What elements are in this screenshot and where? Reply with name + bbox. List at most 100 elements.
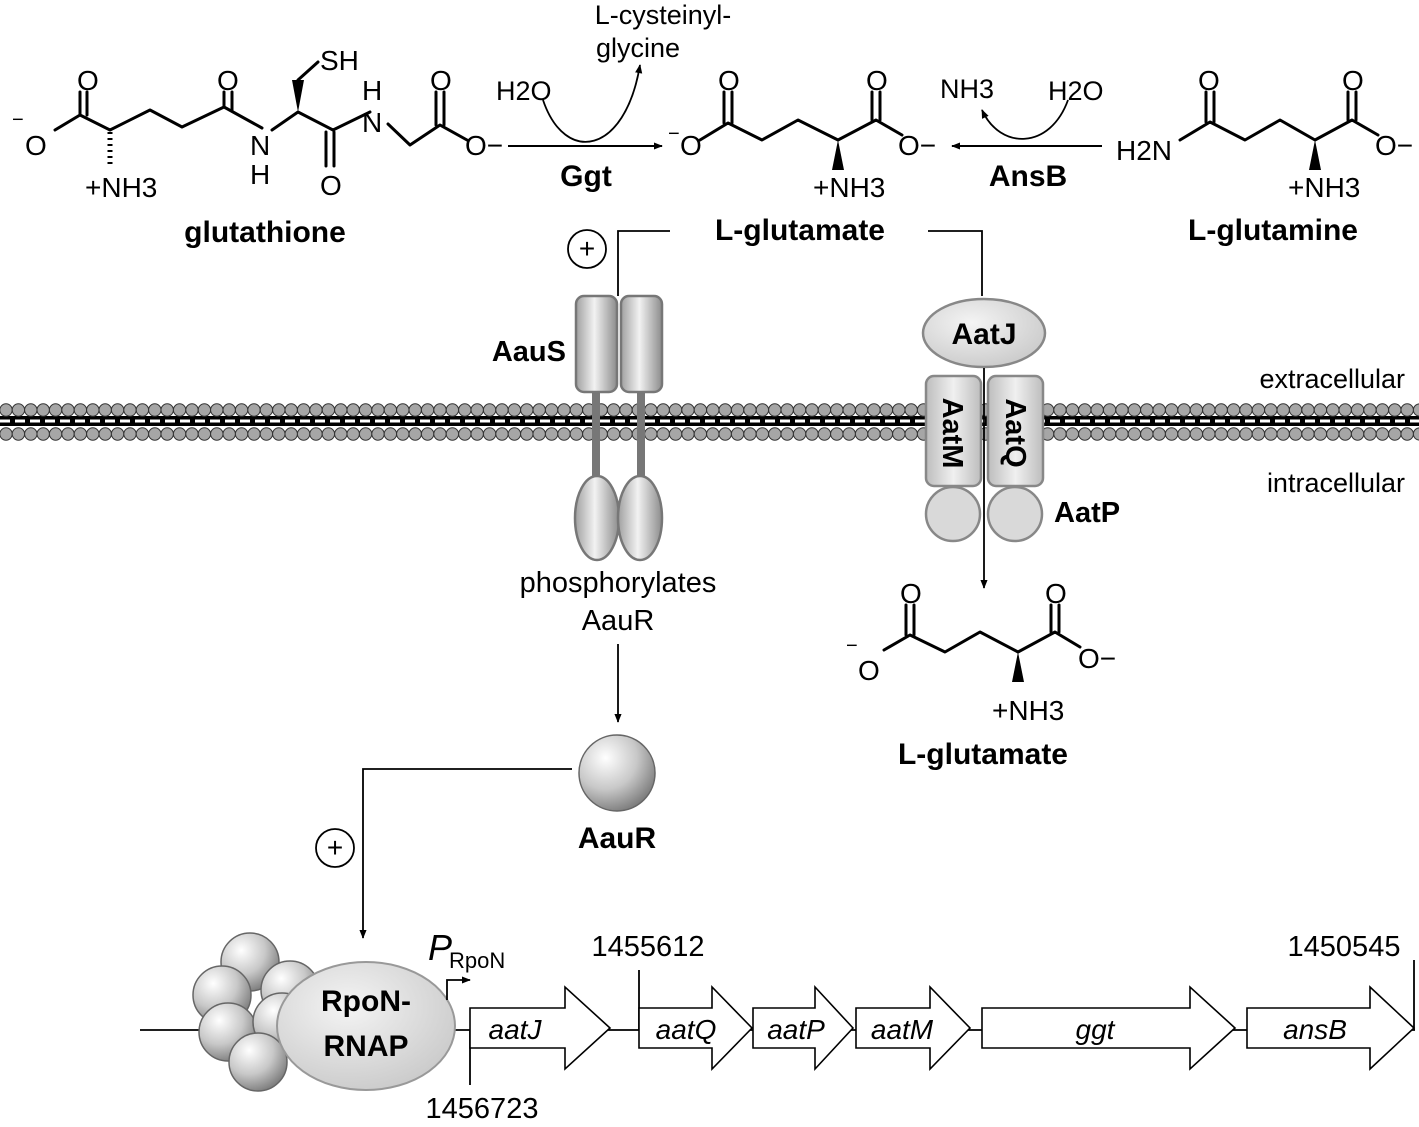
glutamate-top-o3: O: [866, 65, 888, 96]
membrane-lipid-head: [408, 403, 422, 417]
membrane-lipid-head: [495, 427, 509, 441]
membrane-lipid-head: [1189, 403, 1204, 417]
membrane-lipid-head: [1065, 427, 1080, 441]
membrane-lipid-head: [1214, 403, 1228, 417]
membrane-lipid-head: [259, 403, 274, 417]
glutamate-top-o1: O: [718, 65, 740, 96]
aatq-label: AatQ: [999, 398, 1031, 467]
membrane-lipid-head: [520, 427, 534, 441]
glutathione-nh3: +NH3: [85, 172, 157, 203]
membrane-lipid-head: [1164, 427, 1179, 441]
glutathione-h2: H: [362, 75, 382, 106]
membrane-lipid-head: [247, 403, 261, 417]
membrane-lipid-head: [222, 427, 236, 441]
membrane-lipid-head: [706, 403, 720, 417]
membrane-lipid-head: [557, 427, 571, 441]
membrane-lipid-head: [1363, 427, 1377, 441]
glutamate-bottom-o1: O: [900, 578, 922, 609]
membrane-lipid-head: [520, 403, 534, 417]
membrane-inner-leaflet: [0, 427, 1419, 441]
rpon-activation-plus: +: [327, 832, 343, 863]
membrane-lipid-head: [668, 427, 683, 441]
ggt-side-arrow: [542, 64, 643, 143]
membrane-lipid-head: [73, 403, 88, 417]
membrane-lipid-head: [1164, 403, 1179, 417]
glutathione-o6: O−: [465, 130, 503, 161]
membrane-lipid-head: [1301, 403, 1315, 417]
membrane-lipid-head: [135, 403, 150, 417]
coord-start-label: 1456723: [426, 1093, 539, 1122]
membrane-lipid-head: [544, 427, 559, 441]
membrane-lipid-head: [1313, 427, 1328, 441]
glutamate-bottom-label: L-glutamate: [898, 738, 1068, 771]
membrane-lipid-head: [1326, 403, 1340, 417]
glutamate-top-nh3: +NH3: [813, 172, 885, 203]
membrane-lipid-head: [1115, 427, 1129, 441]
glutamate-bottom-o2: O: [858, 655, 880, 686]
glutathione-o3: O: [217, 65, 239, 96]
membrane-lipid-head: [532, 403, 546, 417]
aaus-label: AauS: [492, 336, 566, 368]
cysteinylglycine-label-line2: glycine: [596, 33, 680, 63]
membrane-lipid-head: [272, 403, 286, 417]
membrane-lipid-head: [321, 427, 336, 441]
membrane-lipid-head: [644, 427, 658, 441]
membrane-lipid-head: [396, 403, 410, 417]
glutathione-sh: SH: [320, 45, 359, 76]
membrane-lipid-head: [1276, 427, 1290, 441]
membrane-lipid-head: [48, 403, 63, 417]
glutamate-top-label: L-glutamate: [715, 214, 885, 247]
membrane-lipid-head: [433, 403, 447, 417]
membrane-lipid-head: [470, 403, 484, 417]
membrane-lipid-head: [309, 403, 323, 417]
membrane-lipid-head: [36, 403, 50, 417]
gene-label-aatj: aatJ: [489, 1014, 543, 1045]
glutamine-structure: [1178, 90, 1380, 170]
membrane-lipid-head: [160, 403, 174, 417]
coord-end-label: 1450545: [1288, 931, 1401, 963]
glutamate-bottom-nh3: +NH3: [992, 695, 1064, 726]
membrane-lipid-head: [780, 403, 794, 417]
membrane-lipid-head: [644, 403, 658, 417]
membrane-lipid-head: [1226, 427, 1241, 441]
membrane-lipid-head: [296, 403, 311, 417]
membrane-lipid-head: [904, 427, 918, 441]
gene-label-aatq: aatQ: [656, 1014, 717, 1045]
gene-arrow-ansb: ansB: [1246, 985, 1416, 1071]
aatp-subunit-left: [924, 485, 982, 543]
rpon-label-line1: RpoN-: [321, 985, 411, 1018]
membrane-lipid-head: [420, 427, 435, 441]
membrane-lipid-head: [458, 403, 472, 417]
membrane-lipid-head: [495, 403, 509, 417]
membrane-lipid-head: [904, 403, 918, 417]
membrane-lipid-head: [172, 403, 187, 417]
membrane-lipid-head: [1251, 427, 1266, 441]
membrane-lipid-head: [247, 427, 261, 441]
membrane-lipid-head: [706, 427, 720, 441]
membrane-lipid-head: [408, 427, 422, 441]
membrane-lipid-head: [197, 403, 212, 417]
membrane-lipid-head: [383, 403, 398, 417]
gene-arrow-aatp: aatP: [752, 984, 855, 1072]
aaus-sensor-kinase: [573, 294, 664, 562]
membrane-lipid-head: [11, 427, 26, 441]
membrane-lipid-head: [1102, 403, 1117, 417]
membrane-lipid-head: [284, 427, 298, 441]
membrane-lipid-head: [730, 427, 745, 441]
membrane-lipid-head: [619, 427, 633, 441]
membrane-lipid-head: [61, 427, 75, 441]
ansb-side-arrow: [981, 99, 1069, 140]
membrane-lipid-head: [854, 403, 869, 417]
membrane-lipid-head: [1152, 403, 1166, 417]
membrane-lipid-head: [842, 427, 856, 441]
membrane-lipid-head: [1400, 427, 1414, 441]
membrane-lipid-head: [358, 427, 373, 441]
membrane-lipid-head: [1239, 427, 1253, 441]
membrane-lipid-head: [0, 427, 13, 441]
glutamine-h2n: H2N: [1116, 135, 1172, 166]
glutathione-h1: H: [250, 159, 270, 190]
membrane-lipid-head: [743, 427, 757, 441]
coord-mid-label: 1455612: [592, 931, 705, 963]
membrane-lipid-head: [24, 403, 38, 417]
membrane-lipid-head: [358, 403, 373, 417]
